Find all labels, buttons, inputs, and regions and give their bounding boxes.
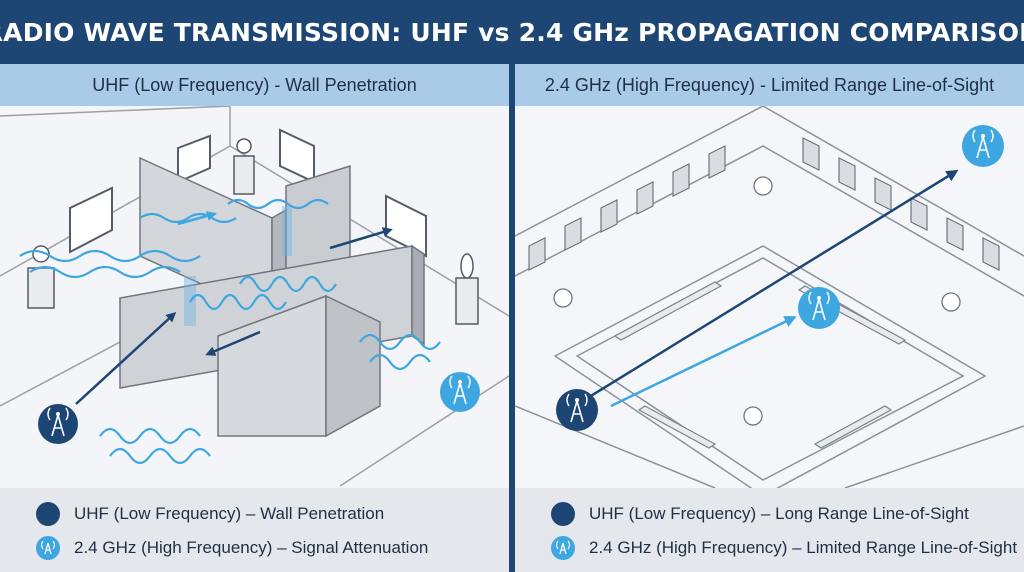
partition-walls xyxy=(119,156,425,438)
signal-arrow-icon xyxy=(580,169,959,404)
antenna-circle-icon xyxy=(36,536,60,560)
panel-divider xyxy=(509,64,515,572)
legend-item-label: UHF (Low Frequency) – Long Range Line-of… xyxy=(589,504,969,523)
2-4ghz-hall-illustration xyxy=(515,106,1024,488)
legend-item-label: 2.4 GHz (High Frequency) – Limited Range… xyxy=(589,538,1018,557)
antenna-tower-icon xyxy=(38,404,78,444)
dark-circle-icon xyxy=(551,502,575,526)
uhf-gallery-illustration xyxy=(0,106,509,488)
antenna-circle-icon xyxy=(551,536,575,560)
antenna-tower-icon xyxy=(798,287,840,329)
title-bar: RADIO WAVE TRANSMISSION: UHF vs 2.4 GHz … xyxy=(0,0,1024,64)
wave-squiggle-icon xyxy=(19,198,441,465)
legend-item: UHF (Low Frequency) – Wall Penetration xyxy=(36,502,384,526)
signal-arrow-icon xyxy=(610,316,797,408)
legend-item-label: 2.4 GHz (High Frequency) – Signal Attenu… xyxy=(74,538,429,557)
legend-item: 2.4 GHz (High Frequency) – Signal Attenu… xyxy=(36,536,428,560)
signal-arrow-icon xyxy=(75,211,393,405)
wall-windows xyxy=(528,137,1000,271)
left-legend: UHF (Low Frequency) – Wall Penetration 2… xyxy=(0,488,509,572)
penetration-glow xyxy=(282,206,292,256)
left-panel-heading: UHF (Low Frequency) - Wall Penetration xyxy=(0,64,509,106)
legend-item: UHF (Low Frequency) – Long Range Line-of… xyxy=(551,502,969,526)
antenna-tower-icon xyxy=(962,125,1004,167)
benches xyxy=(613,281,907,449)
legend-item-label: UHF (Low Frequency) – Wall Penetration xyxy=(74,504,385,523)
right-legend: UHF (Low Frequency) – Long Range Line-of… xyxy=(515,488,1024,572)
pedestal-lamps xyxy=(553,176,961,426)
antenna-tower-icon xyxy=(556,389,598,431)
antenna-tower-icon xyxy=(440,372,480,412)
dark-circle-icon xyxy=(36,502,60,526)
legend-item: 2.4 GHz (High Frequency) – Limited Range… xyxy=(551,536,1017,560)
right-panel-heading: 2.4 GHz (High Frequency) - Limited Range… xyxy=(515,64,1024,106)
page-title: RADIO WAVE TRANSMISSION: UHF vs 2.4 GHz … xyxy=(0,17,1024,47)
